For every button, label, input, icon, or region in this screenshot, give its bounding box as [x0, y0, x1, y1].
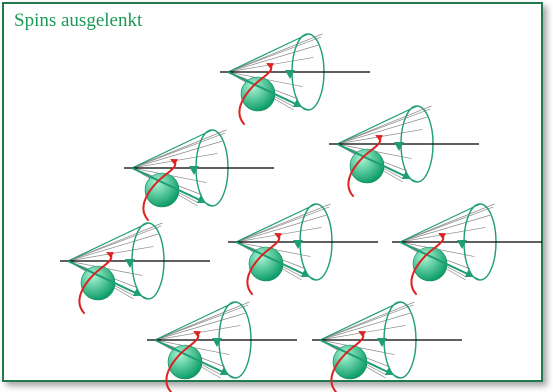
precession-arrow [410, 233, 447, 295]
spin-7 [147, 301, 297, 392]
spin-1 [220, 33, 370, 125]
precession-arrow [330, 331, 367, 392]
spin-arrow [336, 143, 411, 180]
precession-arrow [142, 159, 179, 221]
spin-arrow [227, 71, 302, 108]
axis-marker [125, 259, 135, 268]
cone-edge-top [235, 203, 317, 243]
axis-marker [189, 166, 199, 175]
cone-edge-top [319, 301, 401, 341]
spin-arrow [131, 167, 206, 204]
cone-edge-top [131, 129, 213, 169]
spin-arrow [154, 339, 229, 376]
spin-arrow [235, 241, 310, 278]
diagram-title: Spins ausgelenkt [14, 10, 143, 31]
spin-5 [228, 203, 378, 295]
axis-marker [285, 70, 295, 79]
axis-marker [457, 240, 467, 249]
axis-marker [293, 240, 303, 249]
precession-arrow [78, 252, 115, 314]
precession-arrow [165, 331, 202, 392]
spin-8 [312, 301, 462, 392]
spin-6 [392, 203, 542, 295]
spin-2 [329, 105, 479, 197]
precession-arrow [238, 63, 275, 125]
cone-edge-top [67, 222, 149, 262]
cone-edge-top [154, 301, 236, 341]
axis-marker [377, 338, 387, 347]
cone-edge-top [336, 105, 418, 145]
spin-arrow [319, 339, 394, 376]
spin-4 [60, 222, 210, 314]
axis-marker [212, 338, 222, 347]
spin-arrow [399, 241, 474, 278]
cone-edge-top [227, 33, 309, 73]
axis-marker [394, 142, 404, 151]
spin-3 [124, 129, 274, 221]
cone-edge-top [399, 203, 481, 243]
spin-arrow [67, 260, 142, 297]
precession-arrow [347, 135, 384, 197]
precession-arrow [246, 233, 283, 295]
